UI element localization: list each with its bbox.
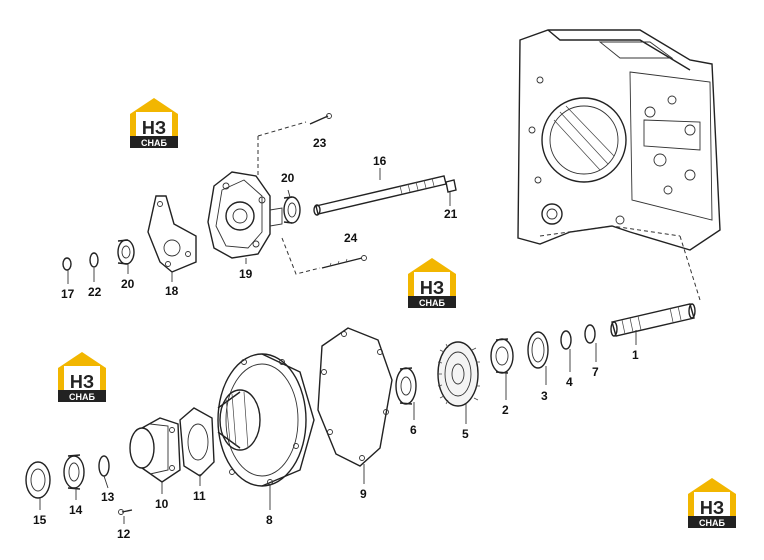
callout-23: 23	[313, 136, 327, 150]
callout-16: 16	[373, 154, 387, 168]
part-23-bolt	[309, 113, 332, 125]
leader-23	[257, 121, 307, 178]
callout-leaders	[39, 168, 637, 524]
part-24-bolt	[321, 255, 367, 269]
logo-main-text: НЗ	[700, 498, 724, 518]
part-18-gasket	[147, 195, 197, 273]
callout-24: 24	[344, 231, 358, 245]
logo-watermark-2: НЗ СНАБ	[408, 258, 456, 308]
callout-18: 18	[165, 284, 179, 298]
logo-sub-text: СНАБ	[141, 138, 167, 148]
part-15-seal	[25, 461, 51, 499]
logo-watermark-4: НЗ СНАБ	[688, 478, 736, 528]
callout-15: 15	[33, 513, 47, 527]
callout-12: 12	[117, 527, 131, 541]
callout-17: 17	[61, 287, 75, 301]
callout-5: 5	[462, 427, 469, 441]
part-2-bearing	[490, 338, 514, 374]
callout-8: 8	[266, 513, 273, 527]
logo-watermark-3: НЗ СНАБ	[58, 352, 106, 402]
part-1-shaft	[610, 303, 696, 337]
part-19-pump-housing	[207, 171, 283, 259]
part-7-snap-ring	[584, 324, 596, 344]
callout-13: 13	[101, 490, 115, 504]
part-6-bearing	[395, 367, 417, 405]
part-4-ring	[560, 330, 572, 350]
callout-6: 6	[410, 423, 417, 437]
callout-2: 2	[502, 403, 509, 417]
logo-main-text: НЗ	[420, 278, 444, 298]
callout-7: 7	[592, 365, 599, 379]
part-17-snap-ring	[62, 257, 72, 271]
callout-9: 9	[360, 487, 367, 501]
callout-21: 21	[444, 207, 458, 221]
part-10-cover	[129, 417, 181, 483]
callout-1: 1	[632, 348, 639, 362]
part-8-flange-housing	[217, 353, 315, 487]
callout-10: 10	[155, 497, 169, 511]
leader-24	[281, 237, 321, 275]
part-9-gasket	[317, 327, 393, 467]
part-13-ring	[98, 455, 110, 477]
callout-14: 14	[69, 503, 83, 517]
callout-19: 19	[239, 267, 253, 281]
logo-sub-text: СНАБ	[69, 392, 95, 402]
logo-sub-text: СНАБ	[419, 298, 445, 308]
part-12-bolt	[118, 509, 133, 515]
part-3-seal	[527, 331, 549, 369]
part-11-gasket	[179, 407, 215, 477]
part-14-bearing	[63, 454, 85, 490]
callout-20-left: 20	[121, 277, 135, 291]
callout-4: 4	[566, 375, 573, 389]
logo-main-text: НЗ	[142, 118, 166, 138]
logo-sub-text: СНАБ	[699, 518, 725, 528]
part-21-key	[445, 179, 457, 193]
callout-11: 11	[193, 489, 206, 503]
transmission-housing	[517, 29, 721, 301]
callout-20-upper: 20	[281, 171, 295, 185]
callout-3: 3	[541, 389, 548, 403]
logo-main-text: НЗ	[70, 372, 94, 392]
logo-watermark-1: НЗ СНАБ	[130, 98, 178, 148]
part-20-bearing-left	[117, 239, 135, 265]
part-20-bearing-upper	[283, 196, 301, 224]
part-22-ring	[89, 252, 99, 268]
part-16-shaft	[313, 175, 447, 216]
callout-22: 22	[88, 285, 102, 299]
part-5-gear	[437, 341, 480, 407]
